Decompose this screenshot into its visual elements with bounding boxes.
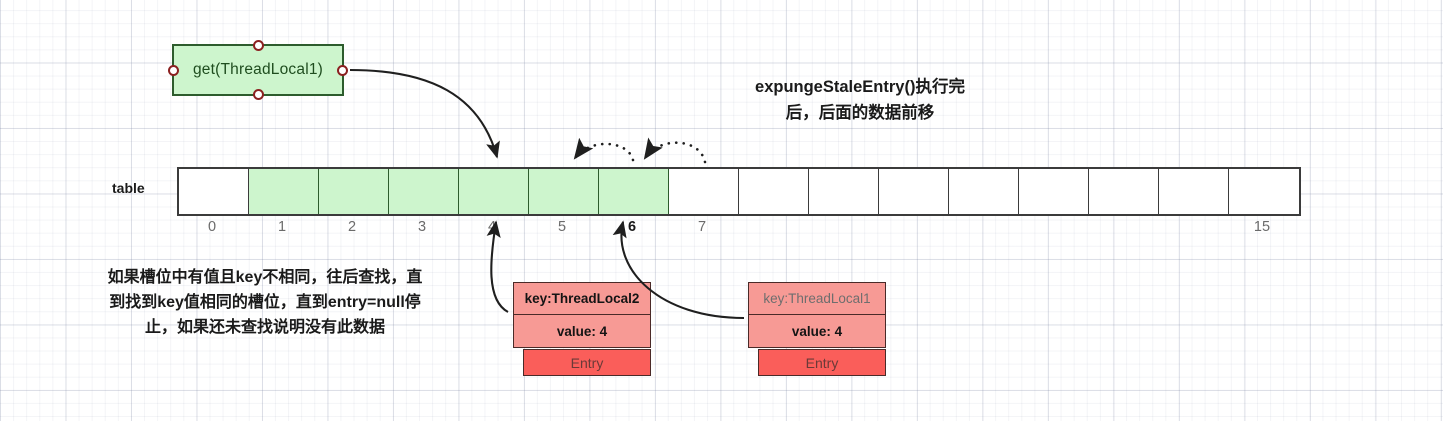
- table-slot-15[interactable]: [1229, 169, 1299, 214]
- arrow-get-to-slot4: [349, 68, 500, 159]
- table-slots-row: [177, 167, 1301, 216]
- table-slot-3[interactable]: [389, 169, 459, 214]
- annotation-expunge-stale-entry: expungeStaleEntry()执行完 后，后面的数据前移: [690, 75, 1030, 126]
- annotation-probe-rule: 如果槽位中有值且key不相同，往后查找，直 到找到key值相同的槽位，直到ent…: [50, 266, 480, 340]
- connection-handle-top-icon[interactable]: [252, 40, 264, 51]
- entry-value-field: value: 4: [514, 315, 650, 347]
- annotation-expunge-line-1: expungeStaleEntry()执行完: [755, 78, 965, 96]
- table-slot-5[interactable]: [529, 169, 599, 214]
- table-slot-7[interactable]: [669, 169, 739, 214]
- annotation-probe-line-2: 到找到key值相同的槽位，直到entry=null停: [109, 293, 421, 311]
- annotation-probe-line-3: 止，如果还未查找说明没有此数据: [144, 318, 385, 336]
- annotation-expunge-line-2: 后，后面的数据前移: [785, 103, 935, 122]
- table-slot-11[interactable]: [949, 169, 1019, 214]
- table-slot-8[interactable]: [739, 169, 809, 214]
- table-index-label-2: 2: [347, 219, 357, 235]
- arrow-shift-slot7-to-slot6: [643, 137, 707, 164]
- table-slot-10[interactable]: [879, 169, 949, 214]
- table-index-label-6: 6: [627, 219, 637, 235]
- table-index-label-7: 7: [697, 219, 707, 235]
- table-slot-2[interactable]: [319, 169, 389, 214]
- entry-footer-label: Entry: [523, 349, 651, 376]
- table-index-label-1: 1: [277, 219, 287, 235]
- entry-footer-label: Entry: [758, 349, 886, 376]
- get-threadlocal-label: get(ThreadLocal1): [192, 61, 324, 78]
- connection-handle-right-icon[interactable]: [337, 64, 348, 76]
- table-index-label-0: 0: [207, 219, 217, 235]
- table-slot-14[interactable]: [1159, 169, 1229, 214]
- table-index-label-3: 3: [417, 219, 427, 235]
- table-slot-13[interactable]: [1089, 169, 1159, 214]
- entry-box-threadlocal2[interactable]: key:ThreadLocal2 value: 4 Entry: [513, 282, 651, 376]
- annotation-probe-line-1: 如果槽位中有值且key不相同，往后查找，直: [107, 269, 423, 286]
- table-slot-0[interactable]: [179, 169, 249, 214]
- entry-key-field: key:ThreadLocal1: [749, 283, 885, 315]
- connection-handle-left-icon[interactable]: [168, 64, 179, 76]
- table-slot-9[interactable]: [809, 169, 879, 214]
- table-slot-4[interactable]: [459, 169, 529, 214]
- entry-body: key:ThreadLocal1 value: 4: [748, 282, 886, 348]
- entry-value-field: value: 4: [749, 315, 885, 347]
- arrow-entry-threadlocal2-to-slot4: [486, 220, 509, 313]
- table-index-label-5: 5: [557, 219, 567, 235]
- entry-body: key:ThreadLocal2 value: 4: [513, 282, 651, 348]
- connection-handle-bottom-icon[interactable]: [252, 89, 264, 100]
- table-label: table: [112, 180, 145, 196]
- table-slot-6[interactable]: [599, 169, 669, 214]
- get-threadlocal-node[interactable]: get(ThreadLocal1): [168, 40, 348, 100]
- entry-key-field: key:ThreadLocal2: [514, 283, 650, 315]
- table-index-label-4: 4: [487, 219, 497, 235]
- table-slot-12[interactable]: [1019, 169, 1089, 214]
- entry-box-threadlocal1[interactable]: key:ThreadLocal1 value: 4 Entry: [748, 282, 886, 376]
- table-slot-1[interactable]: [249, 169, 319, 214]
- arrow-shift-slot6-to-slot5: [573, 137, 635, 162]
- table-index-label-15: 15: [1253, 219, 1271, 235]
